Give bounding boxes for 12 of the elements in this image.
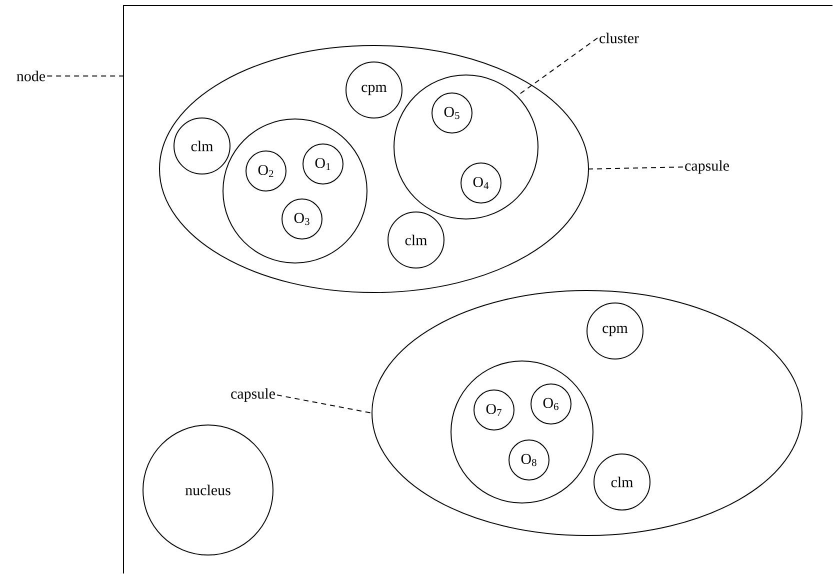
- circle: [394, 74, 538, 220]
- frame-border: [123, 5, 833, 574]
- callout-label: capsule: [231, 388, 275, 402]
- circle: [450, 360, 594, 504]
- callout-label: capsule: [685, 160, 729, 174]
- ellipse: [372, 290, 802, 536]
- circle: [222, 118, 368, 264]
- ellipse: [159, 45, 589, 293]
- leader-line: [276, 394, 372, 414]
- callout-label: cluster: [600, 32, 639, 44]
- callout-label: node: [16, 70, 46, 82]
- leader-line: [588, 166, 684, 170]
